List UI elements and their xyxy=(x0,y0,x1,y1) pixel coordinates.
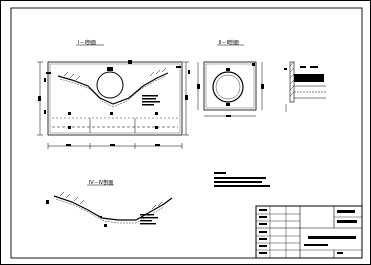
section-1-pipe xyxy=(96,71,124,99)
section-4-view: Ⅳ－Ⅳ剖面 xyxy=(46,179,173,227)
title-block xyxy=(255,205,363,259)
section-1-view: Ⅰ－Ⅰ剖面 xyxy=(37,39,190,149)
section-4-title: Ⅳ－Ⅳ剖面 xyxy=(89,179,113,186)
section-2-pipe xyxy=(212,71,244,103)
section-1-profile xyxy=(57,72,169,105)
section-2-view: Ⅱ－Ⅱ剖面 xyxy=(197,39,264,117)
section-2-title: Ⅱ－Ⅱ剖面 xyxy=(219,39,239,46)
inner-frame xyxy=(10,7,363,259)
section-4-profile xyxy=(53,195,173,221)
section-1-title: Ⅰ－Ⅰ剖面 xyxy=(78,39,96,46)
notes-block xyxy=(214,172,270,187)
detail-view xyxy=(284,61,326,112)
section-2-outline xyxy=(203,61,257,111)
section-1-outline xyxy=(47,61,183,136)
